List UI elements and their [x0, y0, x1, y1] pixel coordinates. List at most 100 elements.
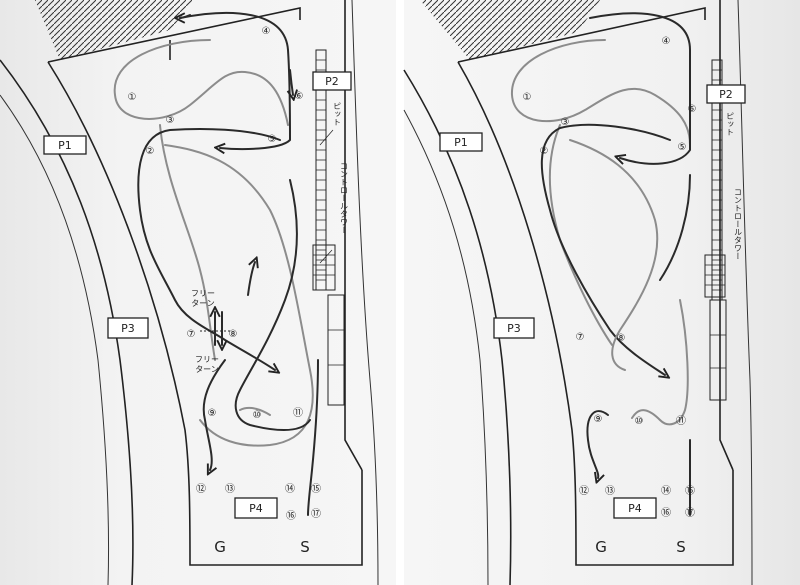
left-pit-label: ピット — [333, 102, 342, 126]
right-marker-6: ⑥ — [688, 104, 697, 115]
left-marker-2: ② — [146, 146, 155, 157]
left-course-arrow-up — [247, 262, 255, 296]
right-start-label: S — [676, 538, 686, 556]
right-marker-15: ⑮ — [685, 485, 695, 497]
right-course-gray-4 — [631, 299, 689, 426]
left-course-dark-5 — [307, 359, 319, 516]
left-free-turn-upper-2: ターン — [191, 299, 215, 308]
svg-text:P1: P1 — [58, 139, 72, 152]
right-parking-p3: P3 — [493, 317, 535, 339]
right-marker-5: ⑤ — [678, 142, 687, 153]
right-parking-p4: P4 — [613, 497, 657, 519]
right-paddock-top — [457, 7, 706, 63]
left-marker-13: ⑬ — [225, 483, 235, 495]
right-marker-17: ⑰ — [685, 507, 695, 519]
left-hatched-area — [35, 0, 195, 60]
right-road-inner-edge — [403, 109, 489, 585]
left-course-gray-3 — [164, 144, 314, 447]
svg-text:P2: P2 — [325, 75, 339, 88]
left-course-gray-2 — [159, 124, 216, 361]
left-course-arrow-top — [180, 15, 191, 18]
right-marker-11: ⑪ — [676, 415, 686, 427]
right-pit-lane-edge — [719, 0, 734, 471]
svg-text:P4: P4 — [628, 502, 642, 515]
left-course-arrow-down — [290, 69, 293, 95]
right-course-gray-3 — [569, 139, 659, 371]
left-marker-9: ⑨ — [208, 408, 217, 419]
left-course-gray-4 — [239, 406, 271, 416]
right-marker-14: ⑭ — [661, 485, 671, 497]
right-course-dark-1 — [589, 12, 692, 164]
right-marker-9: ⑨ — [594, 414, 603, 425]
left-marker-16: ⑯ — [286, 510, 296, 522]
right-control-tower — [704, 254, 726, 298]
right-marker-12: ⑫ — [579, 485, 589, 497]
left-parking-p3: P3 — [107, 317, 149, 339]
left-tower-label: コントロールタワー — [340, 162, 349, 234]
right-course-dark-2 — [540, 123, 671, 375]
right-marker-7: ⑦ — [576, 332, 585, 343]
left-parking-p4: P4 — [234, 497, 278, 519]
left-marker-5: ⑤ — [268, 134, 277, 145]
left-goal-label: G — [214, 538, 226, 556]
right-marker-13: ⑬ — [605, 485, 615, 497]
right-parking-p2: P2 — [706, 84, 746, 104]
left-marker-4: ④ — [262, 26, 271, 37]
right-hatched-area — [420, 0, 600, 60]
left-outer-wall — [351, 0, 379, 585]
right-marker-8: ⑧ — [617, 333, 626, 344]
right-course-map: P1 P2 P3 P4 ① ② ③ ④ ⑤ ⑥ ⑦ ⑧ ⑨ ⑩ ⑪ ⑫ ⑬ ⑭ … — [403, 0, 753, 585]
svg-text:P4: P4 — [249, 502, 263, 515]
right-parking-p1: P1 — [439, 132, 483, 152]
left-marker-17: ⑰ — [311, 508, 321, 520]
left-marker-7: ⑦ — [187, 329, 196, 340]
left-paddock-outline — [47, 61, 363, 566]
right-course-dark-3 — [659, 174, 691, 281]
left-marker-3: ③ — [166, 115, 175, 126]
right-course-gray-1 — [510, 39, 691, 146]
left-marker-8: ⑧ — [229, 329, 238, 340]
left-course-dark-1 — [179, 11, 291, 149]
left-parking-p2: P2 — [312, 71, 352, 91]
left-marker-1: ① — [128, 92, 137, 103]
left-paddock-top — [47, 7, 301, 63]
right-marker-10: ⑩ — [635, 416, 644, 427]
right-goal-label: G — [595, 538, 607, 556]
right-marker-3: ③ — [561, 117, 570, 128]
svg-text:P3: P3 — [507, 322, 521, 335]
left-marker-15: ⑮ — [311, 483, 321, 495]
left-start-label: S — [300, 538, 310, 556]
left-course-dark-3 — [234, 179, 311, 431]
left-free-turn-upper-1: フリー — [191, 289, 215, 298]
right-pit-label: ピット — [726, 112, 735, 136]
left-pit-lane-edge — [344, 0, 363, 471]
left-course-dark-4 — [202, 359, 226, 470]
left-course-dark-2 — [137, 128, 281, 370]
left-road-inner-edge — [0, 94, 110, 585]
right-marker-2: ② — [540, 146, 549, 157]
left-course-gray-1 — [113, 39, 289, 126]
svg-text:P1: P1 — [454, 136, 468, 149]
right-course-gray-2 — [548, 124, 613, 346]
right-marker-1: ① — [523, 92, 532, 103]
left-marker-12: ⑫ — [196, 483, 206, 495]
left-course-map: P1 P2 P3 P4 ① ② ③ ④ ⑤ ⑥ ⑦ ⑧ ⑨ ⑩ ⑪ ⑫ ⑬ ⑭ … — [0, 0, 379, 585]
left-marker-14: ⑭ — [285, 483, 295, 495]
svg-text:P2: P2 — [719, 88, 733, 101]
right-pit-garages — [709, 59, 727, 401]
left-parking-p1: P1 — [43, 135, 87, 155]
right-marker-16: ⑯ — [661, 507, 671, 519]
panel-divider — [396, 0, 404, 585]
left-free-turn-lower-2: ターン — [195, 365, 219, 374]
right-paddock-outline — [457, 61, 734, 566]
left-marker-11: ⑪ — [293, 407, 303, 419]
right-course-dark-4 — [586, 410, 609, 478]
right-marker-4: ④ — [662, 36, 671, 47]
svg-text:P3: P3 — [121, 322, 135, 335]
right-tower-label: コントロールタワー — [734, 188, 743, 260]
left-control-tower — [312, 244, 336, 291]
left-free-turn-lower-1: フリー — [195, 355, 219, 364]
left-marker-6: ⑥ — [295, 91, 304, 102]
